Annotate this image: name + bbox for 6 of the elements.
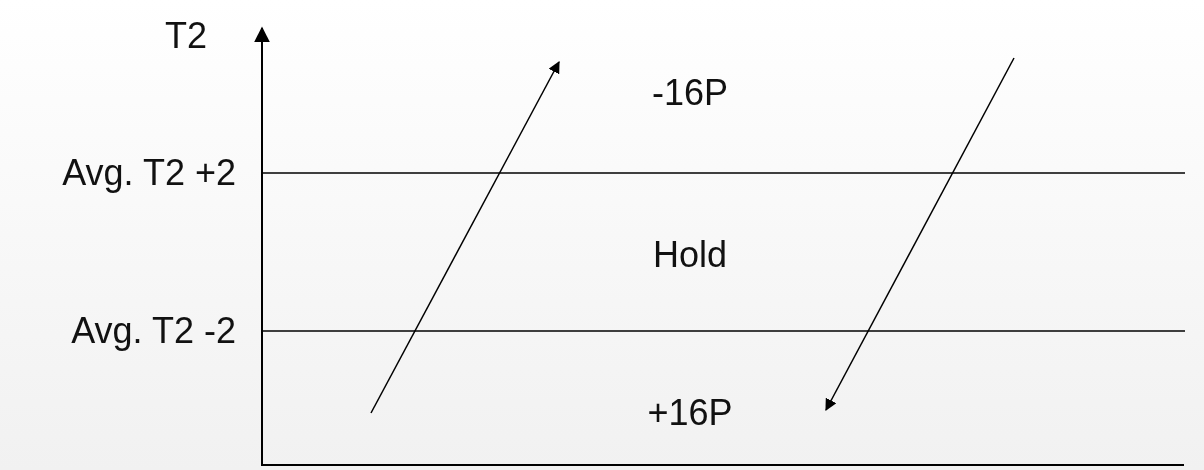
zone-label: +16P [647,395,733,431]
zone-label: -16P [652,75,728,111]
threshold-label: Avg. T2 +2 [62,155,236,191]
threshold-label: Avg. T2 -2 [71,313,236,349]
zone-label: Hold [653,237,727,273]
axis-label: T2 [165,18,207,54]
